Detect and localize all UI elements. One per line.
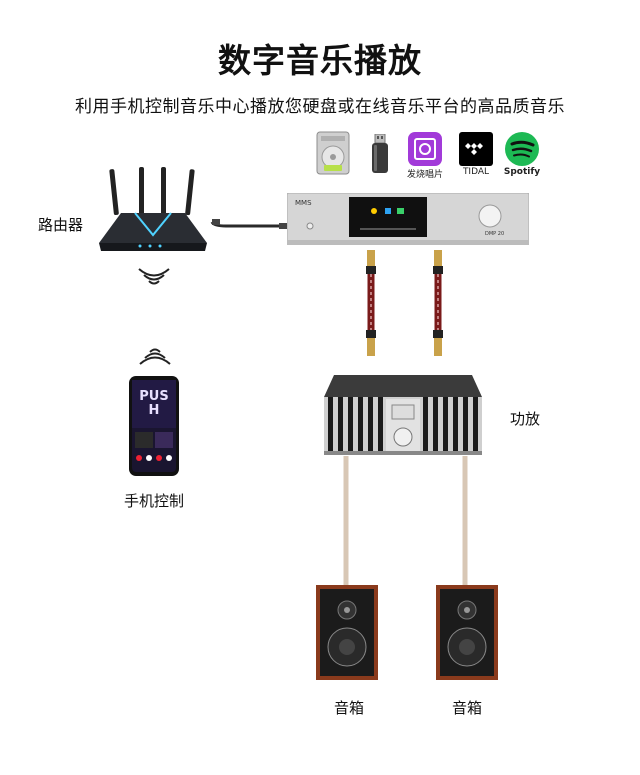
usb-drive-icon (370, 133, 390, 174)
amplifier-unit (322, 375, 484, 457)
player-model: DMP 20 (485, 231, 505, 237)
phone-screen-text: PUSH (139, 389, 169, 418)
music-player-unit: MMS DMP 20 (286, 192, 530, 246)
tidal-label: TIDAL (462, 167, 490, 177)
router-label: 路由器 (38, 216, 84, 234)
wifi-icon (136, 266, 172, 288)
hard-drive-icon (316, 131, 350, 175)
amplifier-label: 功放 (510, 410, 541, 428)
smartphone: PUSH (129, 376, 179, 476)
speaker-right (436, 585, 498, 680)
cd-label: 发烧唱片 (406, 170, 443, 180)
speaker-left-label: 音箱 (334, 699, 365, 717)
cd-app-icon (408, 132, 442, 166)
speaker-right-label: 音箱 (452, 699, 483, 717)
wifi-icon (137, 345, 173, 367)
tidal-icon (459, 132, 493, 166)
player-brand: MMS (295, 199, 312, 207)
rca-cable-right (433, 250, 443, 356)
spotify-label: Spotify (503, 167, 541, 177)
router-icon (95, 165, 210, 257)
rca-cable-left (366, 250, 376, 356)
phone-label: 手机控制 (124, 492, 185, 510)
page-title: 数字音乐播放 (218, 41, 422, 80)
speaker-left (316, 585, 378, 680)
page-subtitle: 利用手机控制音乐中心播放您硬盘或在线音乐平台的高品质音乐 (75, 97, 565, 117)
spotify-icon (504, 131, 540, 167)
